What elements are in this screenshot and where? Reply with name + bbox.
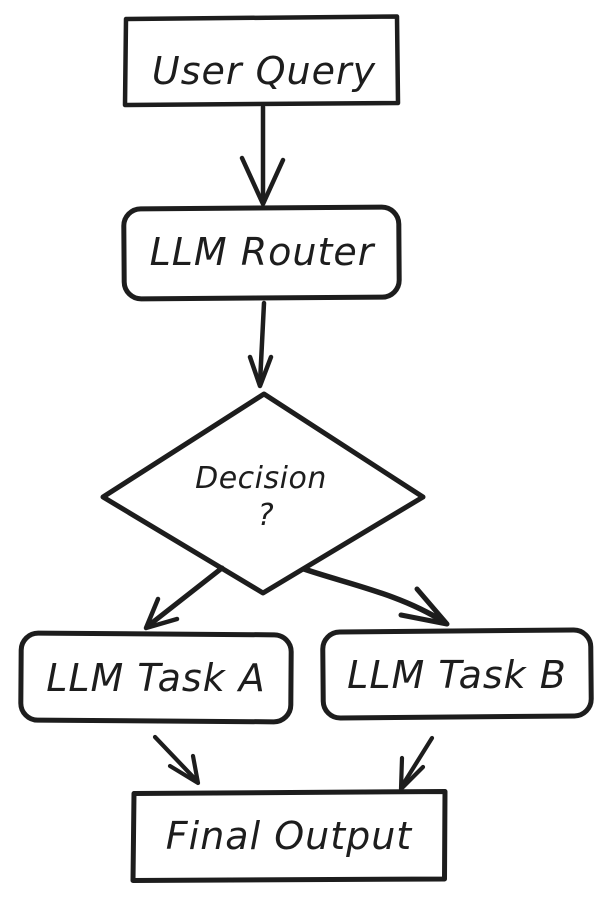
arrow-head	[143, 596, 180, 631]
edge-task-b-to-final	[398, 735, 435, 792]
arrow-head	[167, 753, 201, 786]
decision-question-mark: ?	[258, 498, 274, 533]
arrow-head	[398, 755, 426, 792]
edge-user-query-to-router	[239, 104, 286, 207]
edge-decision-to-task-a	[143, 565, 225, 631]
llm-task-b-box	[320, 627, 594, 721]
node-decision: Decision ?	[100, 391, 426, 596]
final-output-box	[130, 789, 448, 883]
node-llm-router: LLM Router	[121, 204, 402, 302]
arrow-shaft	[145, 565, 225, 629]
edge-task-a-to-final	[152, 734, 201, 786]
llm-router-label: LLM Router	[150, 230, 376, 274]
final-output-label: Final Output	[166, 814, 414, 858]
edge-router-to-decision	[247, 300, 274, 389]
arrow-shaft	[301, 566, 447, 625]
arrow-shaft	[399, 735, 435, 789]
node-llm-task-a: LLM Task A	[18, 630, 294, 725]
edge-decision-to-task-b	[301, 566, 450, 627]
user-query-box	[122, 14, 401, 108]
llm-task-a-box	[18, 630, 294, 725]
arrow-shaft	[152, 734, 200, 784]
node-user-query: User Query	[122, 14, 401, 108]
decision-diamond	[100, 391, 426, 596]
node-final-output: Final Output	[130, 789, 448, 883]
llm-task-b-label: LLM Task B	[347, 653, 567, 697]
llm-task-a-label: LLM Task A	[46, 656, 266, 700]
arrow-head	[247, 354, 274, 389]
arrow-head	[398, 586, 450, 627]
llm-router-box	[121, 204, 402, 302]
decision-label: Decision	[195, 461, 327, 496]
user-query-label: User Query	[152, 49, 376, 93]
arrow-head	[239, 155, 286, 207]
node-llm-task-b: LLM Task B	[320, 627, 594, 721]
arrow-shaft	[257, 300, 267, 386]
